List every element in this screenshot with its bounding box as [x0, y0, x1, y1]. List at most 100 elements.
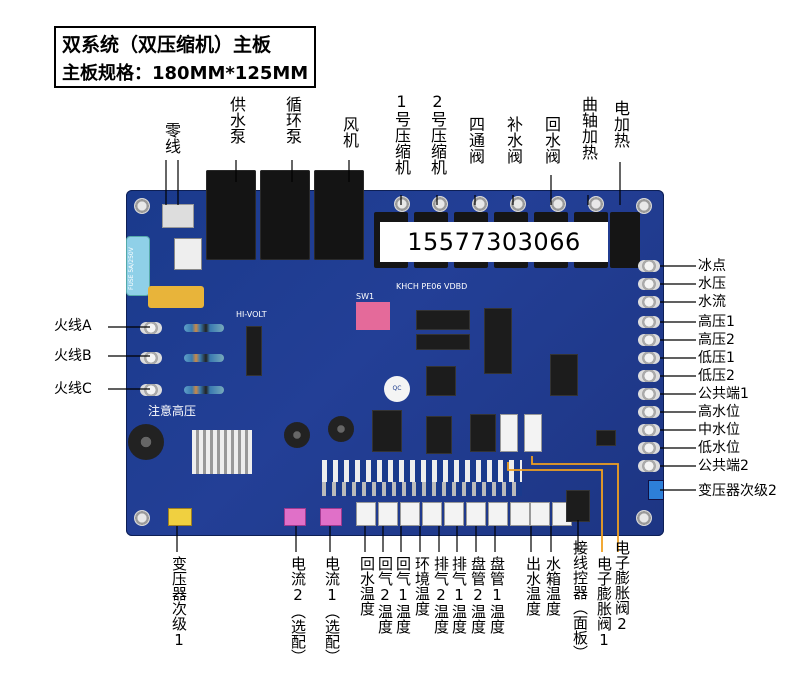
resistor	[184, 354, 224, 362]
label-current1: 电流1（选配）	[323, 556, 341, 664]
title-box: 双系统（双压缩机）主板 主板规格：180MM*125MM	[54, 26, 316, 88]
chip	[372, 410, 402, 452]
sensor-return-water	[356, 502, 376, 526]
label-exhaust2: 排气2温度	[432, 556, 450, 634]
qc-sticker: QC PASSED	[384, 376, 410, 402]
resistor	[184, 386, 224, 394]
label-makeup: 补水阀	[504, 116, 523, 164]
label-outlet-temp: 出水温度	[524, 556, 542, 616]
label-return-valve: 回水阀	[542, 116, 561, 164]
mount-hole	[636, 510, 652, 526]
terminal-water-flow	[638, 296, 660, 308]
capacitor	[328, 416, 354, 442]
relay-circ-pump	[260, 170, 310, 260]
label-water-flow: 水流	[698, 294, 726, 310]
chip	[426, 416, 452, 454]
dip-switch	[356, 302, 390, 330]
terminal-high2	[638, 334, 660, 346]
relay-fan	[314, 170, 364, 260]
label-high2: 高压2	[698, 332, 735, 348]
relay-supply-pump	[206, 170, 256, 260]
terminal	[394, 196, 410, 212]
label-crank-heat: 曲轴加热	[579, 96, 598, 160]
chip	[550, 354, 578, 396]
component-row	[322, 482, 522, 496]
live-b-terminal	[140, 352, 162, 364]
label-coil1: 盘管1温度	[488, 556, 506, 634]
label-current2: 电流2（选配）	[289, 556, 307, 664]
label-mid-level: 中水位	[698, 422, 740, 438]
chip	[484, 308, 512, 374]
sensor-ret-gas1	[400, 502, 420, 526]
phone-overlay: 15577303066	[380, 222, 608, 262]
pcb-board: SW1 QC PASSED 注意高压 FUSE 5A/250V HI-VOLT …	[126, 170, 664, 536]
label-exhaust1: 排气1温度	[450, 556, 468, 634]
transistor	[246, 326, 262, 376]
terminal-high-level	[638, 406, 660, 418]
chip	[416, 334, 470, 350]
resistor	[184, 324, 224, 332]
component-row	[322, 460, 522, 482]
label-ret-gas1: 回气1温度	[394, 556, 412, 634]
label-tank-temp: 水箱温度	[544, 556, 562, 616]
sensor-exhaust2	[444, 502, 464, 526]
label-fan: 风机	[340, 116, 359, 148]
terminal-water-pressure	[638, 278, 660, 290]
label-low-level: 低水位	[698, 440, 740, 456]
sensor-exhaust1	[466, 502, 486, 526]
terminal	[472, 196, 488, 212]
label-ret-gas2: 回气2温度	[376, 556, 394, 634]
board-spec: 主板规格：180MM*125MM	[62, 63, 309, 84]
mount-hole	[636, 198, 652, 214]
sensor-coil2	[488, 502, 508, 526]
label-high1: 高压1	[698, 314, 735, 330]
chip	[470, 414, 496, 452]
warning-silk: 注意高压	[148, 404, 197, 418]
label-coil2: 盘管2温度	[469, 556, 487, 634]
current2-connector	[284, 508, 306, 526]
label-low2: 低压2	[698, 368, 735, 384]
transformer1-connector	[168, 508, 192, 526]
sensor-outlet	[530, 502, 550, 526]
terminal-low-level	[638, 442, 660, 454]
label-low1: 低压1	[698, 350, 735, 366]
label-zero-line: 零线	[162, 122, 181, 154]
terminal-high1	[638, 316, 660, 328]
sensor-ambient	[422, 502, 442, 526]
sensor-coil1	[510, 502, 530, 526]
model-silk: KHCH PE06 VDBD	[396, 282, 468, 291]
capacitor	[128, 424, 164, 460]
hivolt-silk: HI-VOLT	[236, 310, 267, 319]
terminal-common2	[638, 460, 660, 472]
label-circ-pump: 循环泵	[283, 96, 302, 144]
live-a-terminal	[140, 322, 162, 334]
terminal	[510, 196, 526, 212]
terminal-mid-level	[638, 424, 660, 436]
capacitor	[284, 422, 310, 448]
sensor-ret-gas2	[378, 502, 398, 526]
label-eev2: 电子膨胀阀2	[613, 540, 631, 633]
label-return-temp: 回水温度	[358, 556, 376, 616]
label-controller: 接线控器（面板）	[571, 540, 589, 660]
terminal	[550, 196, 566, 212]
terminal	[588, 196, 604, 212]
label-freeze: 冰点	[698, 258, 726, 274]
terminal	[432, 196, 448, 212]
label-transformer2: 变压器次级2	[698, 483, 777, 499]
fuse	[126, 236, 150, 296]
label-comp2: 2号压缩机	[428, 92, 447, 175]
heat-sink	[192, 430, 252, 474]
board-title: 双系统（双压缩机）主板	[62, 34, 272, 56]
controller-connector	[566, 490, 590, 522]
label-transformer1: 变压器次级1	[170, 556, 188, 649]
label-eev1: 电子膨胀阀1	[595, 556, 613, 649]
label-four-way: 四通阀	[466, 116, 485, 164]
terminal-low1	[638, 352, 660, 364]
mcu-chip	[426, 366, 456, 396]
label-common2: 公共端2	[698, 458, 749, 474]
label-live-c: 火线C	[54, 381, 92, 397]
eev-leader	[507, 456, 619, 552]
label-ambient: 环境温度	[413, 556, 431, 616]
eev2-connector	[524, 414, 542, 452]
